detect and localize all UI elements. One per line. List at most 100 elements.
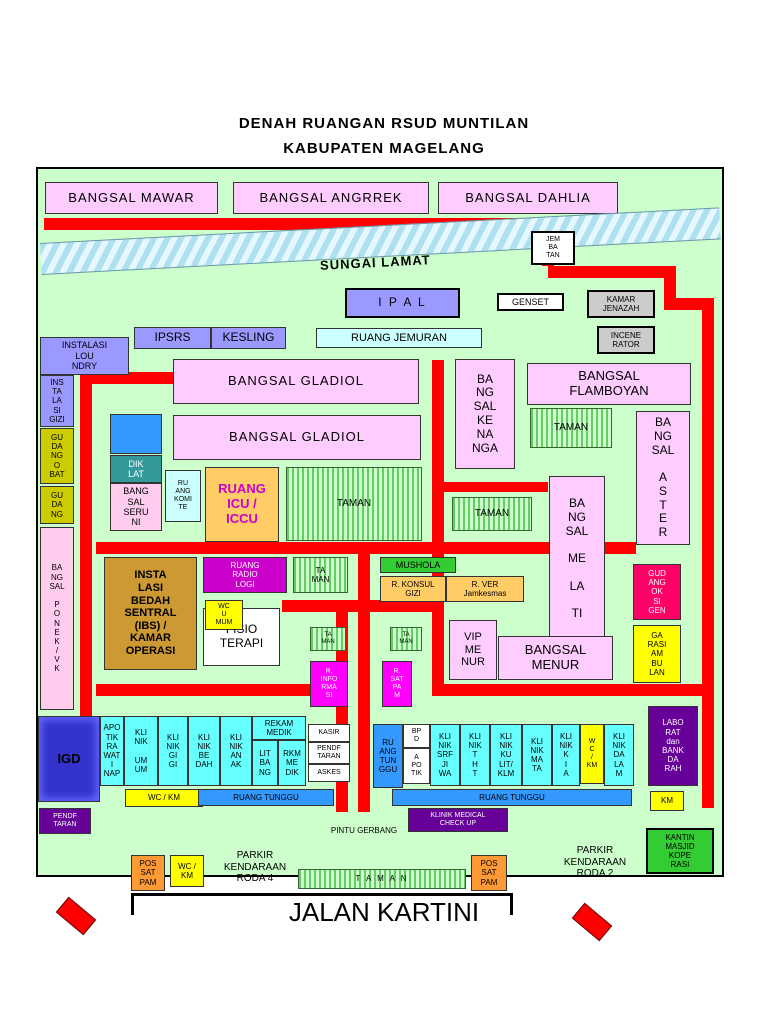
- diklat: DIK LAT: [110, 455, 162, 483]
- mushola: MUSHOLA: [380, 557, 456, 573]
- pos-satpam-1: POS SAT PAM: [131, 855, 165, 891]
- pagar-depan: [131, 893, 513, 896]
- klinik-anak: KLI NIK AN AK: [220, 716, 252, 786]
- bangsal-menur: BANGSAL MENUR: [498, 636, 613, 680]
- taman-3: TAMAN: [452, 497, 532, 531]
- klinik-srf-jiwa: KLI NIK SRF JI WA: [430, 724, 460, 786]
- litbang: LIT BA NG: [252, 740, 278, 786]
- bangsal-kenanga: BA NG SAL KE NA NGA: [455, 359, 515, 469]
- wc-km-kecil: W C / KM: [580, 724, 604, 784]
- bangsal-flamboyan: BANGSAL FLAMBOYAN: [527, 363, 691, 405]
- klinik-gigi: KLI NIK GI GI: [158, 716, 188, 786]
- road-east: [702, 298, 714, 808]
- ruang-icu-iccu: RUANG ICU / ICCU: [205, 467, 279, 542]
- klinik-tht: KLI NIK T H T: [460, 724, 490, 786]
- vip-menur: VIP ME NUR: [449, 620, 497, 680]
- rkm-medik: RKM ME DIK: [278, 740, 306, 786]
- ruang-biru: [110, 414, 162, 454]
- kamar-jenazah: KAMAR JENAZAH: [587, 290, 655, 318]
- road-east-upper: [664, 266, 676, 308]
- ruang-tunggu-1: RUANG TUNGGU: [198, 789, 334, 806]
- road-bridge-east: [548, 266, 676, 278]
- ruang-komite: RU ANG KOMI TE: [165, 470, 201, 522]
- road-south-west: [96, 684, 336, 696]
- bangsal-seruni: BANG SAL SERU NI: [110, 483, 162, 531]
- gudang-oksigen: GUD ANG OK SI GEN: [633, 564, 681, 620]
- bangsal-ponek: BA NG SAL P O N E K / V K: [40, 527, 74, 710]
- ruang-tunggu-vertikal: RU ANG TUN GGU: [373, 724, 403, 788]
- map-title: DENAH RUANGAN RSUD MUNTILAN: [238, 115, 530, 132]
- road-middle: [96, 542, 636, 554]
- kantin-masjid-koperasi: KANTIN MASJID KOPE RASI: [646, 828, 714, 874]
- pagar-kiri: [131, 893, 134, 915]
- ipsrs: IPSRS: [134, 327, 211, 349]
- jembatan: JEM BA TAN: [531, 231, 575, 265]
- taman-5: TA MAN: [310, 627, 346, 651]
- road-center: [432, 360, 444, 690]
- igd: IGD: [38, 716, 100, 802]
- instalasi-gizi: INS TA LA SI GIZI: [40, 375, 74, 427]
- bangsal-gladiol-1: BANGSAL GLADIOL: [173, 359, 419, 404]
- ruang-informasi: R. INFO RMA SI: [310, 661, 348, 707]
- ipal: I P A L: [345, 288, 460, 318]
- ruang-jemuran: RUANG JEMURAN: [316, 328, 482, 348]
- taman-parkir: T A M A N: [298, 869, 466, 889]
- pendaftaran: PENDF TARAN: [39, 808, 91, 834]
- wc-km: WC / KM: [125, 789, 203, 807]
- klinik-dalam: KLI NIK DA LA M: [604, 724, 634, 786]
- gudang-obat: GU DA NG O BAT: [40, 428, 74, 484]
- instalasi-laundry: INSTALASI LOU NDRY: [40, 337, 129, 375]
- bpd: BP D: [403, 724, 430, 748]
- ibs-kamar-operasi: INSTA LASI BEDAH SENTRAL (IBS) / KAMAR O…: [104, 557, 197, 670]
- jalan-kartini: JALAN KARTINI: [288, 897, 480, 927]
- incenerator: INCENE RATOR: [597, 326, 655, 354]
- klinik-medical-check-up: KLINIK MEDICAL CHECK UP: [408, 808, 508, 832]
- bangsal-anggrek: BANGSAL ANGRREK: [233, 182, 429, 214]
- klinik-umum: KLI NIK UM UM: [124, 716, 158, 786]
- pendaftaran-dalam: PENDF TARAN: [308, 742, 350, 764]
- bangsal-aster: BA NG SAL A S T E R: [636, 411, 690, 545]
- pagar-kanan: [510, 893, 513, 915]
- bangsal-mawar: BANGSAL MAWAR: [45, 182, 218, 214]
- road-middle-upper: [432, 482, 548, 492]
- wc-km-parkir: WC / KM: [170, 855, 204, 887]
- laboratorium-bank-darah: LABO RAT dan BANK DA RAH: [648, 706, 698, 786]
- ruang-konsul-gizi: R. KONSUL GIZI: [380, 576, 446, 602]
- km: KM: [650, 791, 684, 811]
- road-west: [80, 372, 92, 718]
- apotik-rawat-inap: APO TIK RA WAT I NAP: [100, 716, 124, 786]
- gudang: GU DA NG: [40, 486, 74, 524]
- apotik: A PO TIK: [403, 748, 430, 784]
- kasir: KASIR: [308, 724, 350, 742]
- bangsal-gladiol-2: BANGSAL GLADIOL: [173, 415, 421, 460]
- bangsal-dahlia: BANGSAL DAHLIA: [438, 182, 618, 214]
- taman-4: TA MAN: [293, 557, 348, 593]
- ruang-verifikasi: R. VER Jamkesmas: [446, 576, 524, 602]
- klinik-kulit: KLI NIK KU LIT/ KLM: [490, 724, 522, 786]
- klinik-bedah: KLI NIK BE DAH: [188, 716, 220, 786]
- bangsal-melati: BA NG SAL ME LA TI: [549, 476, 605, 642]
- parkir-roda-4: PARKIR KENDARAAN RODA 4: [223, 850, 287, 884]
- genset: GENSET: [497, 293, 564, 311]
- ruang-satpam: R. SAT PA M: [382, 661, 412, 707]
- kesling: KESLING: [211, 327, 286, 349]
- klinik-mata: KLI NIK MA TA: [522, 724, 552, 786]
- road-south-east: [432, 684, 714, 696]
- rekam-medik: REKAM MEDIK: [252, 716, 306, 740]
- taman-6: TA MAN: [390, 627, 422, 651]
- parkir-roda-2: PARKIR KENDARAAN RODA 2: [563, 845, 627, 879]
- road-gate-right: [358, 552, 370, 812]
- ruang-tunggu-2: RUANG TUNGGU: [392, 789, 632, 806]
- map-subtitle: KABUPATEN MAGELANG: [283, 140, 485, 157]
- askes: ASKES: [308, 764, 350, 782]
- road-east-link: [664, 298, 714, 310]
- pos-satpam-2: POS SAT PAM: [471, 855, 507, 891]
- road-west-top: [80, 372, 176, 384]
- garasi-ambulan: GA RASI AM BU LAN: [633, 625, 681, 683]
- wc-umum: WC U MUM: [205, 600, 243, 630]
- taman-2: TAMAN: [286, 467, 422, 541]
- ruang-radiologi: RUANG RADIO LOGI: [203, 557, 287, 593]
- taman-1: TAMAN: [530, 408, 612, 448]
- klinik-kia: KLI NIK K I A: [552, 724, 580, 786]
- pintu-gerbang: PINTU GERBANG: [330, 826, 398, 835]
